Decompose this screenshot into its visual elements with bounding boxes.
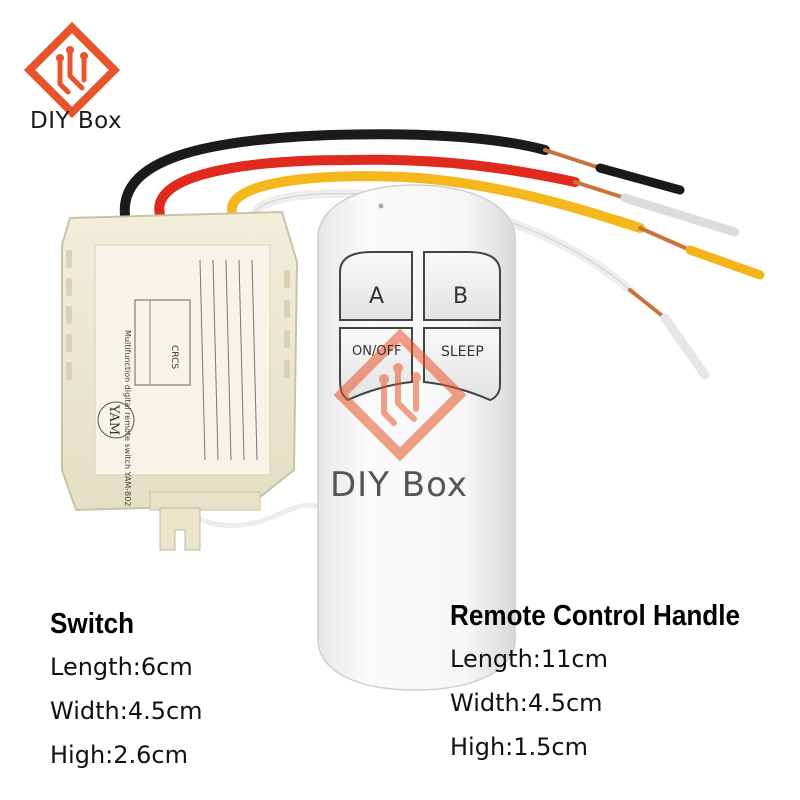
button-b-label: B bbox=[453, 284, 469, 309]
button-a-label: A bbox=[369, 284, 385, 309]
switch-circuit-label: CRCS bbox=[169, 345, 179, 369]
diy-box-logo bbox=[23, 21, 121, 119]
yellow-wire-shrink bbox=[685, 245, 765, 280]
yellow-wire-copper bbox=[638, 226, 692, 252]
yellow-wire bbox=[227, 171, 645, 233]
switch-logo-text: YAM bbox=[106, 404, 121, 435]
white-wire-shrink bbox=[660, 313, 710, 380]
button-b bbox=[423, 251, 501, 321]
switch-unit: YAM CRCS Multifunction digital remote sw… bbox=[61, 210, 299, 551]
switch-height: High:2.6cm bbox=[50, 741, 188, 769]
remote-height: High:1.5cm bbox=[450, 733, 588, 761]
red-wire-shrink bbox=[620, 193, 740, 237]
brand-name: DIY Box bbox=[30, 108, 123, 134]
remote-width: Width:4.5cm bbox=[450, 689, 603, 717]
black-wire bbox=[119, 129, 550, 220]
switch-spec-title: Switch bbox=[50, 608, 135, 640]
remote-specs: Remote Control Handle Length:11cm Width:… bbox=[450, 600, 772, 769]
button-a bbox=[339, 251, 413, 321]
switch-length: Length:6cm bbox=[50, 653, 193, 681]
switch-model-text: Multifunction digital remote switch YAM-… bbox=[123, 330, 132, 506]
switch-width: Width:4.5cm bbox=[50, 697, 203, 725]
diy-box-watermark-logo bbox=[333, 328, 467, 462]
remote-length: Length:11cm bbox=[450, 645, 608, 673]
button-sleep-label: SLEEP bbox=[441, 344, 484, 360]
red-wire bbox=[154, 154, 580, 220]
black-wire-shrink bbox=[595, 163, 685, 195]
red-wire-copper bbox=[573, 180, 627, 200]
white-wire-copper bbox=[628, 288, 667, 320]
remote-spec-title: Remote Control Handle bbox=[450, 600, 741, 632]
brand-watermark: DIY Box bbox=[330, 465, 468, 505]
switch-specs: Switch Length:6cm Width:4.5cm High:2.6cm bbox=[50, 608, 203, 777]
button-onoff-label: ON/OFF bbox=[352, 344, 402, 359]
black-wire-copper bbox=[543, 148, 602, 170]
wires bbox=[119, 129, 765, 528]
